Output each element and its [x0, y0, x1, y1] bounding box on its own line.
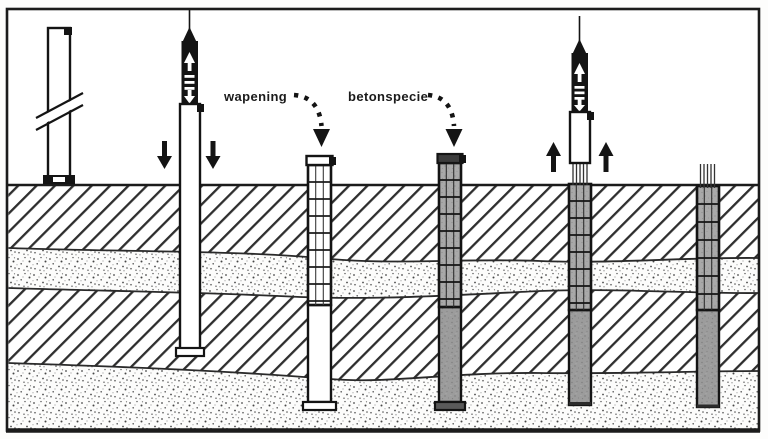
hammer-down-mark — [574, 105, 585, 112]
frame-border — [5, 7, 761, 433]
casing-tube-driven — [178, 102, 202, 351]
layer-boundary-1 — [8, 247, 759, 263]
dashed-arrowhead-icon — [445, 129, 463, 147]
ground-layers — [8, 186, 759, 430]
hammer-up-mark — [574, 63, 585, 74]
casing-lower-empty — [306, 303, 333, 404]
down-arrow-icon-left — [157, 141, 172, 169]
foot-lug-right — [65, 176, 74, 183]
rebar-stickup-ends — [699, 164, 716, 188]
casing-top-lug — [64, 27, 72, 35]
foot-lug-left — [44, 176, 53, 183]
wapening-label: wapening — [223, 89, 287, 104]
down-arrow-icon-right — [205, 141, 221, 169]
reinforcement-cage — [306, 163, 333, 307]
casing-tube-lifted — [568, 110, 592, 165]
break-gap — [36, 95, 82, 128]
up-arrow-icon-left — [546, 142, 561, 172]
casing-top-lug — [587, 112, 594, 120]
collar-lug — [459, 155, 466, 163]
dashed-arrowhead-icon — [313, 129, 330, 147]
reinforcement-cage-final — [695, 184, 721, 312]
vibro-hammer-icon — [181, 27, 198, 104]
stage-4-concrete-pour — [433, 152, 467, 412]
wapening-annotation: wapening — [223, 89, 330, 147]
casing-top-collar — [436, 152, 464, 165]
layer-boundary-3 — [8, 362, 759, 382]
concrete-pile-shaft — [695, 308, 721, 409]
foot-plate — [301, 400, 338, 412]
concrete-pile-shaft — [567, 308, 593, 407]
stage-3-reinforcement-insert — [301, 154, 338, 412]
reinforcement-cage-in-concrete — [437, 161, 463, 309]
stage-2-driving — [157, 8, 221, 358]
break-slash-2 — [35, 104, 84, 131]
foot-plate — [433, 400, 467, 412]
hammer-down-mark — [184, 96, 195, 104]
reinforcement-cage-exposed — [567, 182, 593, 312]
collar-lug — [329, 157, 336, 165]
betonspecie-annotation: betonspecie — [348, 89, 463, 147]
sacrificial-foot-plate — [174, 346, 206, 358]
stage-6-finished-pile — [695, 164, 721, 409]
hammer-up-mark — [184, 52, 195, 63]
casing-top-lug — [197, 104, 204, 112]
up-arrow-icon-right — [598, 142, 614, 172]
vibro-hammer-icon — [571, 39, 588, 112]
betonspecie-label: betonspecie — [348, 89, 428, 104]
rebar-ends — [572, 163, 588, 185]
break-slash-1 — [35, 92, 84, 119]
stage-1-casing-standby — [35, 26, 84, 184]
layer-boundary-2 — [8, 287, 759, 299]
dashed-pour-arrow — [427, 92, 457, 127]
stage-5-casing-extraction — [546, 16, 614, 407]
dashed-insert-arrow — [293, 92, 324, 127]
concrete-fill — [437, 305, 463, 404]
casing-top-collar — [305, 154, 334, 167]
